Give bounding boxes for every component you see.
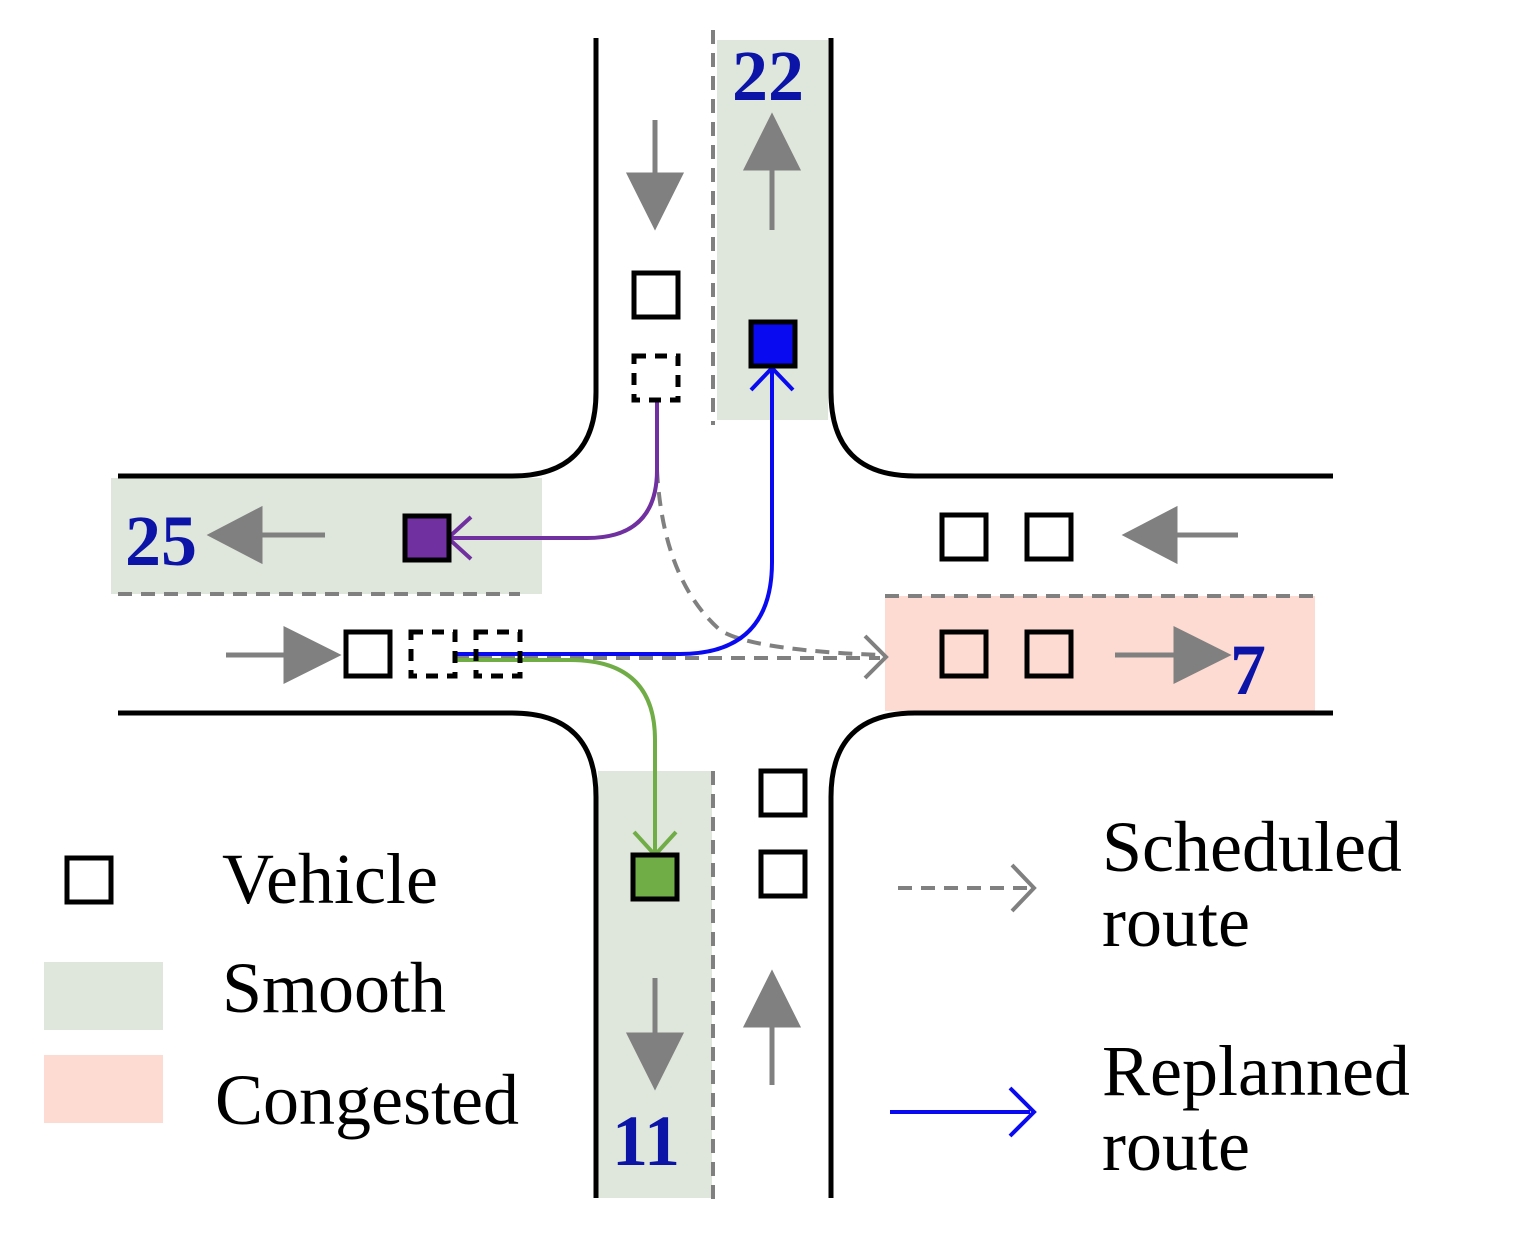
vehicle — [343, 629, 393, 679]
vehicle — [1024, 512, 1074, 562]
legend-congested-swatch — [44, 1055, 163, 1123]
legend-replanned-arrowhead — [1008, 1086, 1037, 1138]
legend-smooth-label: Smooth — [222, 948, 446, 1028]
road-label-west: 25 — [125, 501, 197, 581]
road-label-east: 7 — [1230, 630, 1266, 710]
lane-dividers — [118, 30, 1315, 1205]
legend-scheduled-label-2: route — [1102, 882, 1250, 962]
purple-route — [448, 400, 659, 540]
vehicle-green — [630, 852, 680, 902]
vehicle-replanned-blue — [748, 319, 798, 369]
vehicle — [1024, 629, 1074, 679]
vehicle — [631, 270, 681, 320]
scheduled-route-path — [655, 400, 881, 657]
legend: Vehicle Smooth Congested Scheduled route… — [44, 807, 1410, 1186]
road-label-north: 22 — [732, 36, 804, 116]
legend-vehicle-label: Vehicle — [222, 839, 438, 919]
scheduled-route-arrowhead — [863, 634, 889, 680]
vehicle-ghost — [473, 629, 523, 679]
legend-replanned-label-1: Replanned — [1102, 1031, 1410, 1111]
vehicle-ghost — [408, 629, 458, 679]
legend-replanned-label-2: route — [1102, 1106, 1250, 1186]
vehicle — [939, 629, 989, 679]
legend-scheduled-arrowhead — [1010, 863, 1037, 913]
congested-lane-east — [885, 596, 1315, 711]
legend-smooth-swatch — [44, 962, 163, 1030]
legend-vehicle-swatch — [64, 855, 114, 905]
vehicle — [939, 512, 989, 562]
replanned-route — [455, 368, 774, 656]
vehicles — [343, 270, 1074, 902]
vehicle — [758, 768, 808, 818]
legend-scheduled-label-1: Scheduled — [1102, 807, 1402, 887]
green-route — [455, 658, 657, 855]
vehicle — [758, 849, 808, 899]
road-label-south: 11 — [612, 1101, 680, 1181]
road-edges — [118, 38, 1333, 1198]
vehicle-ghost — [631, 353, 681, 403]
direction-arrows — [206, 112, 1238, 1091]
vehicle-purple — [402, 513, 452, 563]
legend-congested-label: Congested — [215, 1060, 519, 1140]
